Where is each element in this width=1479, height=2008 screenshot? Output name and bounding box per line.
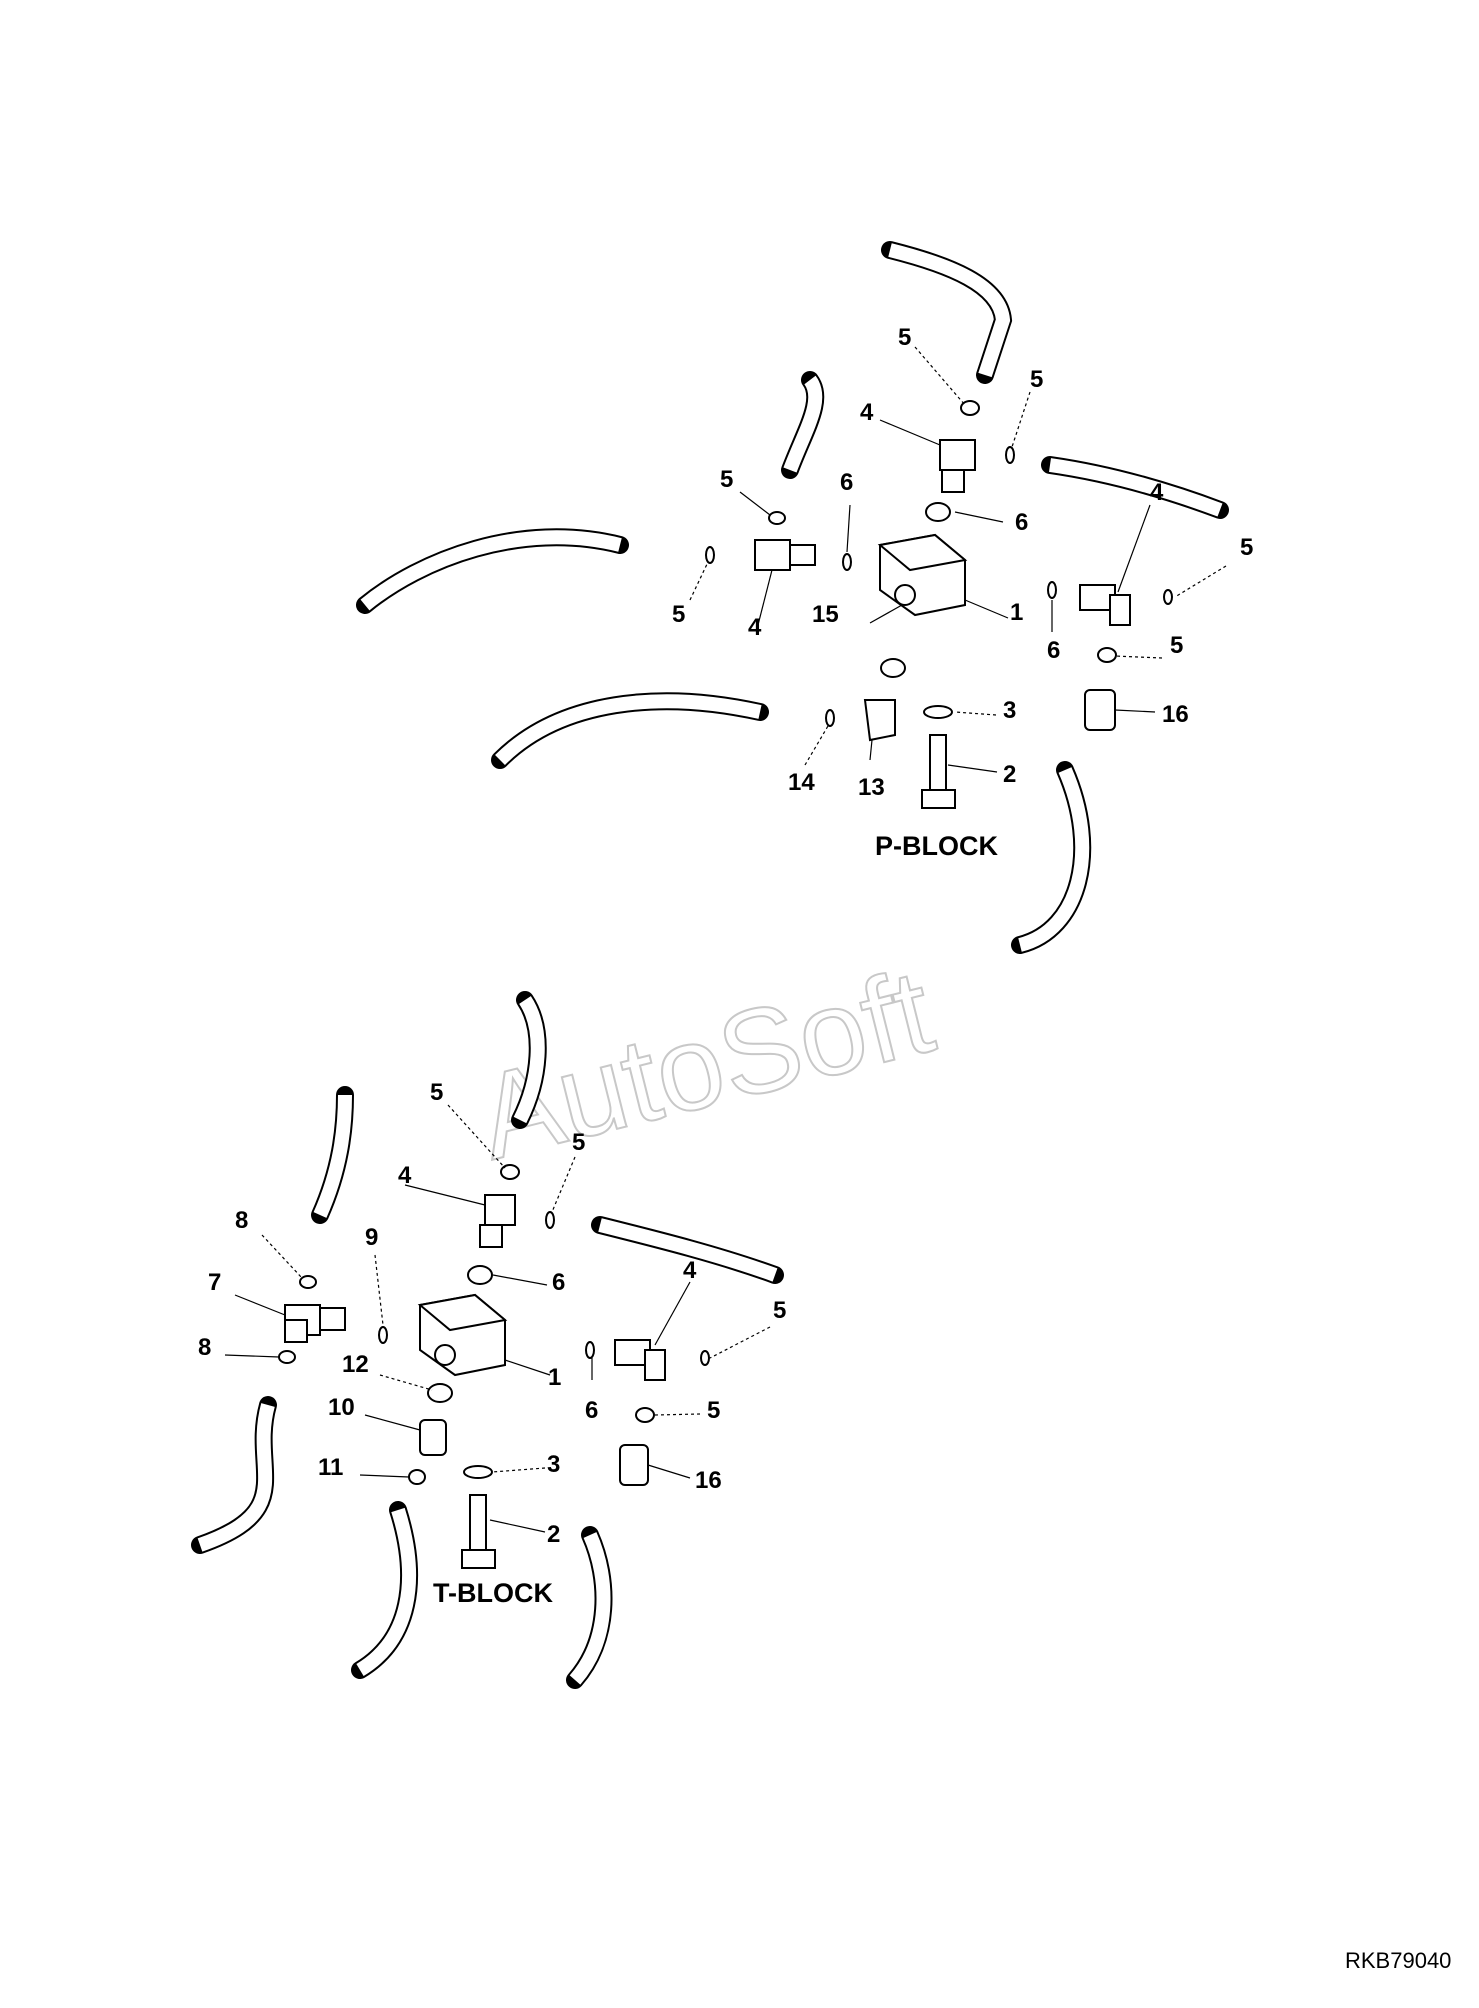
callout-p-13: 6 [1047,637,1060,664]
t-block-title: T-BLOCK [433,1578,553,1608]
t-block-callouts: 5 5 4 8 9 6 4 7 5 8 12 1 10 6 5 11 3 16 … [198,1079,786,1608]
callout-t-19: 2 [547,1521,560,1548]
callout-t-10: 8 [198,1334,211,1361]
callout-t-12: 1 [548,1364,561,1391]
callout-p-14: 5 [1170,632,1183,659]
callout-p-5: 6 [840,469,853,496]
callout-t-17: 3 [547,1451,560,1478]
callout-t-7: 4 [683,1257,697,1284]
p-block-hoses [356,241,1229,954]
callout-t-18: 16 [695,1467,722,1494]
callout-t-8: 7 [208,1269,221,1296]
callout-t-6: 6 [552,1269,565,1296]
callout-t-1: 5 [430,1079,443,1106]
t-block-parts [278,1164,710,1569]
p-block-callouts: 5 5 4 5 6 6 4 5 5 4 1 15 6 5 3 16 14 13 … [672,324,1253,861]
callout-t-5: 9 [365,1224,378,1251]
callout-p-6: 6 [1015,509,1028,536]
callout-p-7: 4 [1150,479,1164,506]
callout-p-12: 15 [812,601,839,628]
callout-p-8: 5 [1240,534,1253,561]
t-block-leaders [224,1104,771,1533]
callout-t-15: 5 [707,1397,720,1424]
callout-t-4: 8 [235,1207,248,1234]
callout-p-18: 13 [858,774,885,801]
callout-p-3: 4 [860,399,874,426]
callout-t-3: 4 [398,1162,412,1189]
callout-t-13: 10 [328,1394,355,1421]
p-block-title: P-BLOCK [875,831,998,861]
callout-t-16: 11 [318,1454,343,1481]
callout-t-11: 12 [342,1351,369,1378]
callout-t-2: 5 [572,1129,585,1156]
callout-p-15: 3 [1003,697,1016,724]
p-block-leaders [689,346,1227,773]
callout-p-16: 16 [1162,701,1189,728]
callout-p-17: 14 [788,769,815,796]
callout-p-10: 4 [748,614,762,641]
callout-p-11: 1 [1010,599,1023,626]
callout-t-9: 5 [773,1297,786,1324]
callout-p-9: 5 [672,601,685,628]
callout-t-14: 6 [585,1397,598,1424]
drawing-code: RKB79040 [1345,1948,1451,1973]
p-block-parts [705,400,1173,809]
callout-p-4: 5 [720,466,733,493]
t-block-hoses [191,991,784,1689]
callout-p-19: 2 [1003,761,1016,788]
callout-p-1: 5 [898,324,911,351]
callout-p-2: 5 [1030,366,1043,393]
